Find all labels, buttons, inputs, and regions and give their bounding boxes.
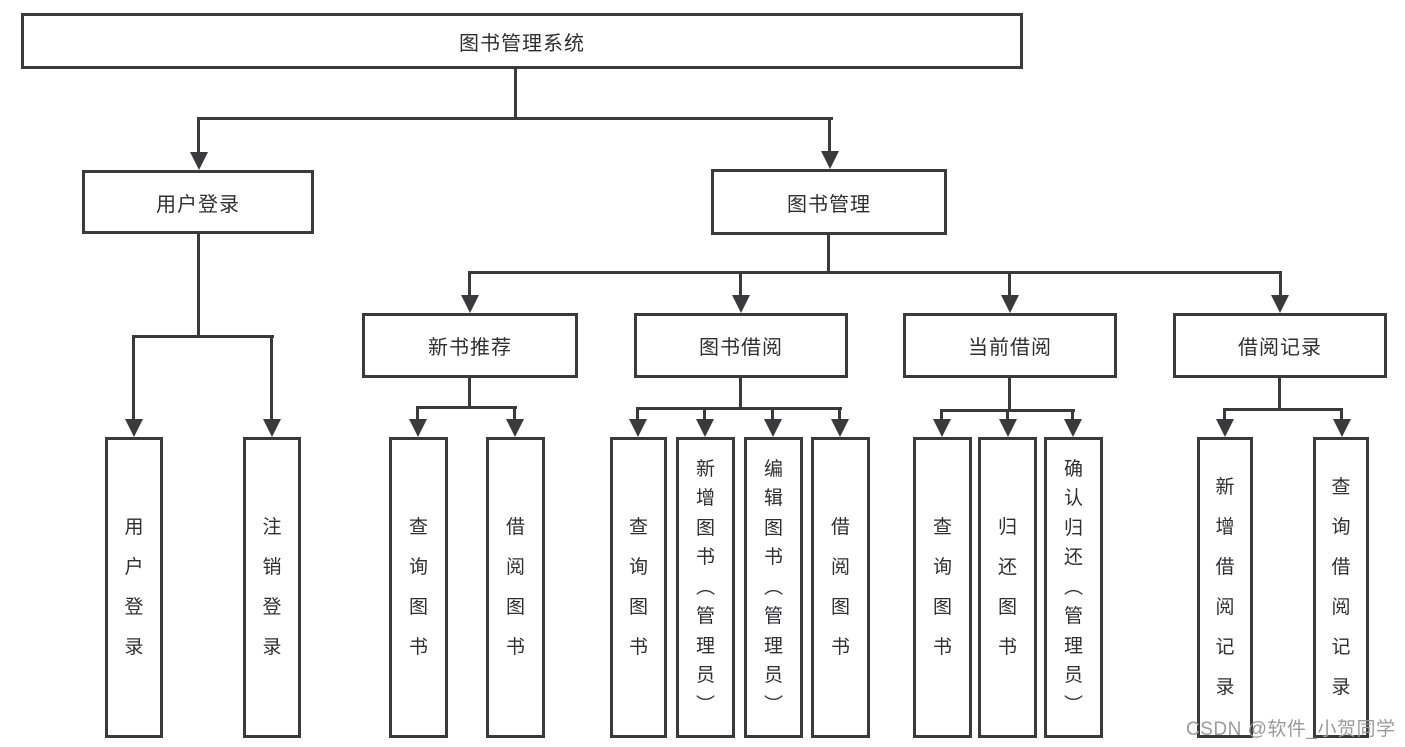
node-book-borrowing: 图书借阅 — [634, 313, 848, 378]
connector-drop — [1223, 408, 1226, 421]
leaf-edit-book-admin: 编辑图书︵管理员︶ — [744, 437, 803, 738]
connector-drop-book-mgmt — [828, 117, 831, 154]
arrow-down-icon — [1271, 295, 1289, 313]
connector-bookmgmt-stem — [827, 235, 830, 274]
node-user-login-label: 用户登录 — [156, 193, 240, 216]
connector-drop-user-login — [197, 117, 200, 155]
connector-root-stem — [514, 68, 517, 119]
connector-drop — [703, 407, 706, 421]
leaf-borrow-books-borrowing: 借阅图书 — [811, 437, 870, 738]
node-new-book-recommend: 新书推荐 — [362, 313, 578, 378]
leaf-query-books-borrowing: 查询图书 — [610, 437, 667, 738]
leaf-label: 查询借阅记录 — [1331, 476, 1351, 698]
connector-borrowrecords-stem — [1278, 378, 1281, 411]
arrow-down-icon — [764, 419, 782, 437]
connector-drop — [1006, 409, 1009, 421]
leaf-label: 新增借阅记录 — [1215, 476, 1235, 698]
arrow-down-icon — [1216, 419, 1234, 437]
arrow-down-icon — [125, 419, 143, 437]
leaf-return-book: 归还图书 — [978, 437, 1037, 738]
connector-bookmgmt-hline — [468, 271, 1282, 274]
connector-drop — [636, 407, 639, 421]
arrow-down-icon — [409, 419, 427, 437]
connector-drop — [416, 406, 419, 421]
arrow-down-icon — [696, 419, 714, 437]
arrow-down-icon — [1064, 419, 1082, 437]
leaf-add-borrow-record: 新增借阅记录 — [1197, 437, 1253, 738]
node-borrow-records: 借阅记录 — [1173, 313, 1387, 378]
arrow-down-icon — [190, 152, 208, 170]
arrow-down-icon — [263, 419, 281, 437]
connector-drop — [513, 406, 516, 421]
connector-drop-leaf-logout — [270, 335, 273, 421]
leaf-label: 查询图书 — [408, 516, 428, 658]
node-borrow-records-label: 借阅记录 — [1238, 337, 1322, 359]
connector-drop — [771, 407, 774, 421]
leaf-query-books-recommend: 查询图书 — [389, 437, 448, 738]
connector-drop — [838, 407, 841, 421]
connector-drop-borrowrecords — [1279, 271, 1282, 297]
connector-drop — [1071, 409, 1074, 421]
leaf-label: 编辑图书︵管理员︶ — [763, 458, 783, 716]
leaf-user-login: 用户登录 — [105, 437, 163, 738]
connector-bookborrow-hline — [636, 407, 842, 410]
node-user-login: 用户登录 — [82, 170, 314, 234]
arrow-down-icon — [732, 295, 750, 313]
leaf-label: 借阅图书 — [505, 516, 525, 658]
arrow-down-icon — [831, 419, 849, 437]
node-book-borrowing-label: 图书借阅 — [699, 337, 783, 359]
leaf-query-borrow-record: 查询借阅记录 — [1313, 437, 1369, 738]
connector-userlogin-hline — [132, 335, 274, 338]
connector-root-hline — [197, 117, 833, 120]
connector-drop-newbook — [468, 271, 471, 297]
leaf-label: 查询图书 — [932, 516, 952, 658]
node-root: 图书管理系统 — [21, 13, 1023, 69]
node-book-management: 图书管理 — [711, 169, 947, 235]
leaf-logout: 注销登录 — [243, 437, 301, 738]
arrow-down-icon — [821, 151, 839, 169]
leaf-label: 新增图书︵管理员︶ — [695, 458, 715, 716]
node-current-borrowing: 当前借阅 — [903, 313, 1117, 378]
leaf-confirm-return-admin: 确认归还︵管理员︶ — [1044, 437, 1103, 738]
connector-newbook-hline — [416, 406, 517, 409]
connector-drop — [940, 409, 943, 421]
connector-drop-leaf-login — [132, 335, 135, 421]
arrow-down-icon — [999, 419, 1017, 437]
connector-newbook-stem — [468, 378, 471, 409]
leaf-borrow-books-recommend: 借阅图书 — [486, 437, 545, 738]
leaf-query-books-current: 查询图书 — [913, 437, 972, 738]
connector-borrowrecords-hline — [1223, 408, 1343, 411]
node-book-management-label: 图书管理 — [787, 193, 871, 216]
arrow-down-icon — [1333, 419, 1351, 437]
connector-bookborrow-stem — [739, 378, 742, 410]
node-root-label: 图书管理系统 — [459, 32, 585, 55]
arrow-down-icon — [506, 419, 524, 437]
leaf-label: 查询图书 — [628, 516, 648, 658]
csdn-watermark: CSDN @软件_小贺同学 — [1186, 719, 1396, 740]
arrow-down-icon — [1001, 295, 1019, 313]
leaf-add-book-admin: 新增图书︵管理员︶ — [676, 437, 735, 738]
node-new-book-recommend-label: 新书推荐 — [428, 337, 512, 359]
leaf-label: 注销登录 — [262, 516, 282, 658]
leaf-label: 借阅图书 — [830, 516, 850, 658]
leaf-label: 用户登录 — [124, 516, 144, 658]
connector-drop — [1340, 408, 1343, 421]
connector-drop-currentborrow — [1008, 271, 1011, 297]
arrow-down-icon — [461, 295, 479, 313]
arrow-down-icon — [933, 419, 951, 437]
connector-userlogin-stem — [197, 234, 200, 338]
arrow-down-icon — [629, 419, 647, 437]
connector-drop-bookborrow — [739, 271, 742, 297]
leaf-label: 归还图书 — [997, 516, 1017, 658]
leaf-label: 确认归还︵管理员︶ — [1063, 458, 1083, 716]
connector-currentborrow-stem — [1008, 378, 1011, 412]
node-current-borrowing-label: 当前借阅 — [968, 337, 1052, 359]
